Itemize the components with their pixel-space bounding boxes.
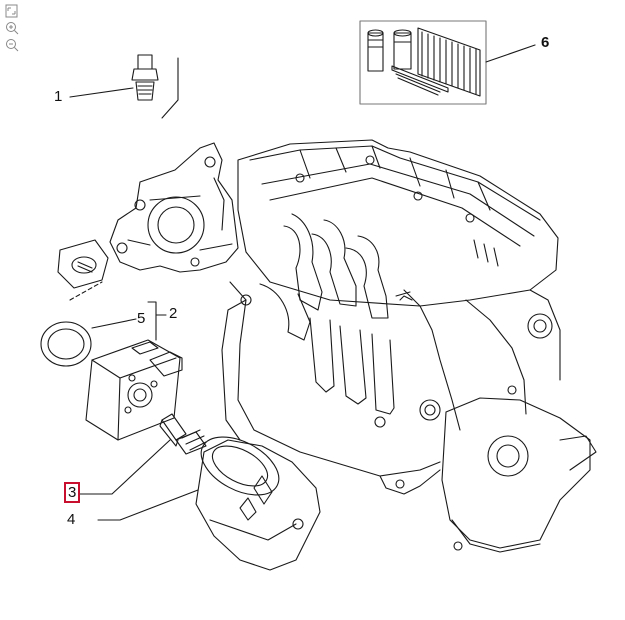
fit-screen-icon[interactable] [3,3,21,19]
leader-6 [485,44,536,63]
callout-4[interactable]: 4 [67,511,76,528]
zoom-in-icon[interactable] [3,20,21,36]
oil-cooler[interactable] [85,339,183,441]
adaptor-gasket [57,239,109,301]
seal-ring[interactable] [40,321,92,367]
callout-1[interactable]: 1 [54,88,63,105]
zoom-out-icon[interactable] [3,37,21,53]
leader-1 [69,87,134,98]
bracket-2 [147,301,157,341]
oil-pressure-sensor[interactable] [131,54,179,119]
callout-3[interactable]: 3 [63,482,81,503]
oil-filter[interactable] [192,425,321,571]
leader-5 [91,318,137,329]
oil-pump-housing [109,142,239,273]
engine-block [221,139,597,553]
callout-5[interactable]: 5 [137,310,146,327]
callout-2[interactable]: 2 [169,305,178,322]
leader-3 [79,439,171,495]
callout-6[interactable]: 6 [541,34,550,51]
service-kit-box[interactable] [359,20,487,105]
zoom-toolbar [3,3,23,53]
hollow-bolt[interactable] [159,413,207,455]
leader-4 [97,489,199,521]
